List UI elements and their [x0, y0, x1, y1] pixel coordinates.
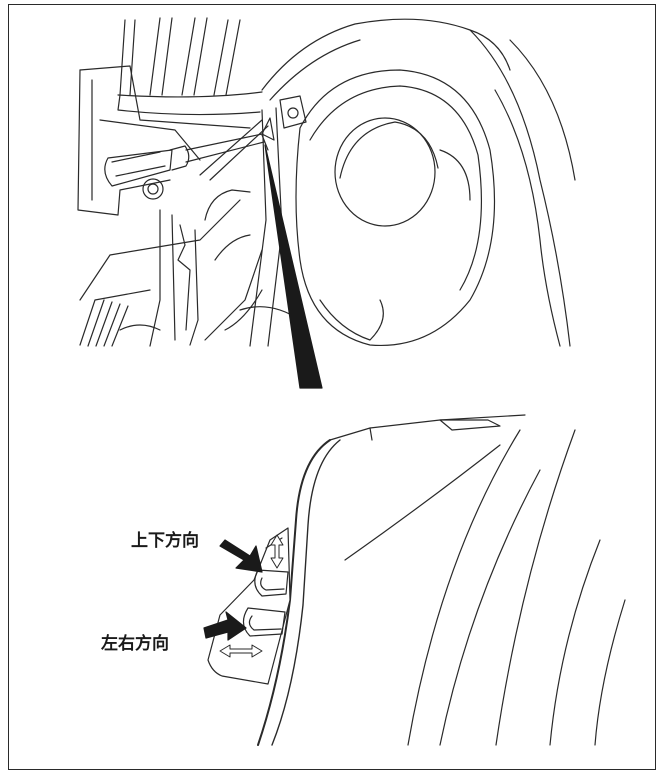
black-pointer-arrow-icon: [203, 539, 263, 641]
adjuster-detail-illustration: [207, 414, 626, 746]
horizontal-direction-label: 左右方向: [101, 634, 169, 654]
left-right-arrow-icon: [219, 644, 263, 658]
vertical-direction-label: 上下方向: [131, 531, 199, 551]
screwdriver-icon: [104, 117, 275, 187]
up-down-arrow-icon: [270, 534, 284, 569]
diagram-frame: [8, 4, 656, 770]
headlamp-top-view: [239, 18, 576, 347]
zoom-callout-wedge: [261, 134, 323, 389]
engine-bay-illustration: [77, 17, 269, 347]
